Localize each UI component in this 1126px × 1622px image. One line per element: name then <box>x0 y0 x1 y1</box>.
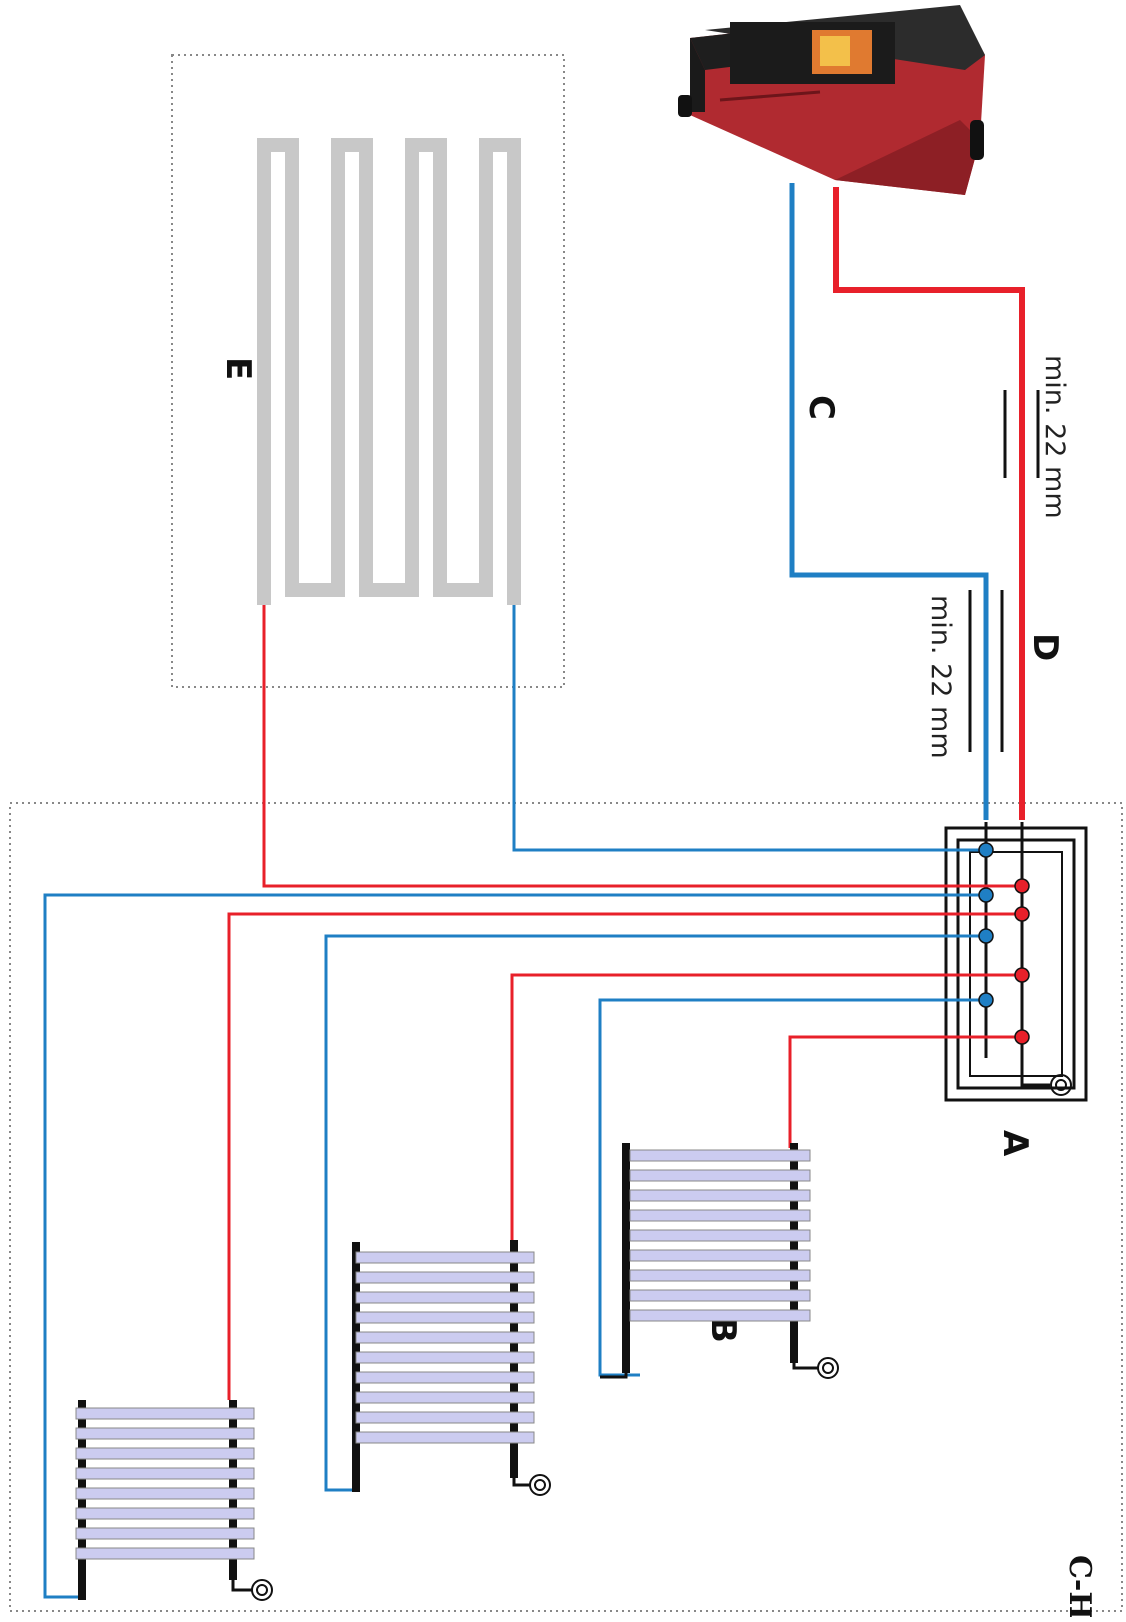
bleed-valve-icon <box>529 1474 551 1496</box>
label-d: D <box>1025 633 1065 661</box>
radiator1-return-pipe <box>598 998 986 1377</box>
radiator-3 <box>75 1400 255 1600</box>
return-dimension-label: min. 22 mm <box>925 595 956 759</box>
radiator-1 <box>600 1143 818 1379</box>
label-c: C <box>801 395 841 420</box>
bleed-valve-icon <box>1050 1074 1072 1096</box>
radiator-2 <box>352 1240 535 1492</box>
manifold-ports <box>978 842 1030 1045</box>
label-e: E <box>218 357 258 380</box>
supply-pipe-main <box>833 187 1025 820</box>
radiator3-return-pipe <box>43 893 986 1599</box>
radiator2-supply-pipe <box>510 973 1022 1240</box>
supply-dimension-label: min. 22 mm <box>1039 355 1070 519</box>
radiator1-supply-pipe <box>788 1035 1022 1148</box>
label-ch: C-H <box>1062 1555 1097 1617</box>
radiator2-return-pipe <box>324 934 986 1492</box>
label-a: A <box>995 1130 1035 1157</box>
supply-dimension-marker <box>1003 390 1040 478</box>
radiator3-supply-pipe <box>227 912 1022 1400</box>
floor-supply-pipe <box>262 605 1022 888</box>
bleed-valve-icon <box>817 1357 839 1379</box>
floor-heating-loop <box>257 138 521 605</box>
bleed-valve-icon <box>251 1579 273 1601</box>
floor-return-pipe <box>512 605 986 852</box>
return-pipe-main <box>789 183 989 820</box>
return-dimension-marker <box>968 590 1004 752</box>
pellet-stove-icon <box>678 5 985 195</box>
manifold <box>944 822 1088 1102</box>
floor-heating-zone <box>171 54 565 688</box>
